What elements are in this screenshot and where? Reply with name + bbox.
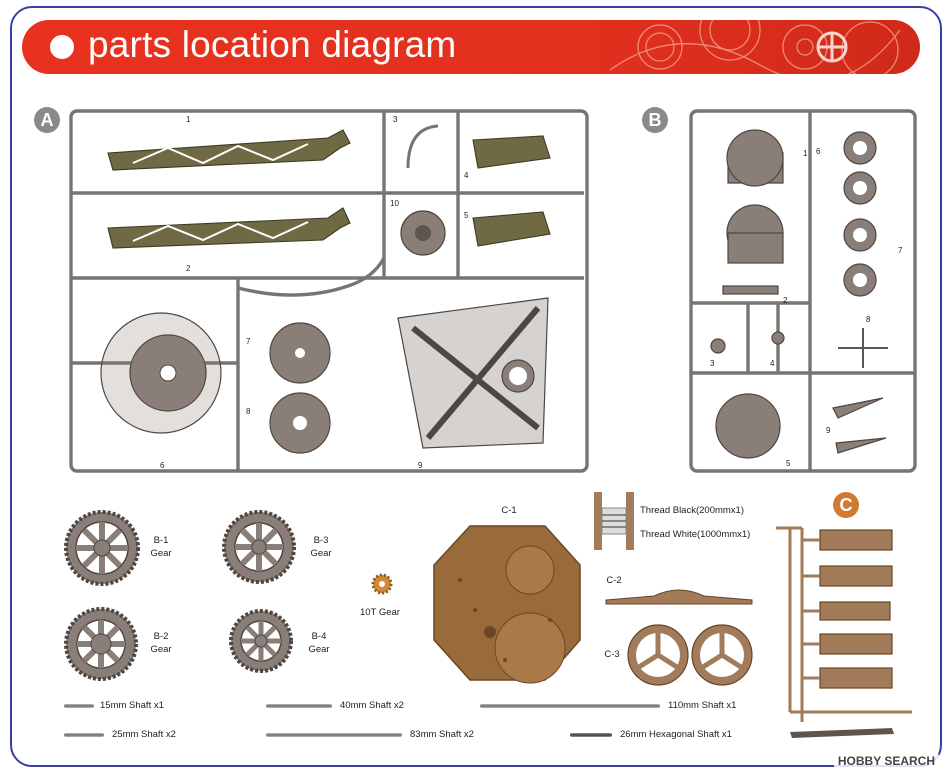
sprue-a-number: 3 [393, 115, 398, 124]
shaft-25mm [64, 733, 104, 737]
gear-b1-icon [64, 510, 140, 586]
sprue-a-number: 6 [160, 461, 165, 470]
shaft-26mm-hexagonal-label: 26mm Hexagonal Shaft x1 [620, 729, 732, 740]
sprue-a-frame: 1 2 3 4 5 6 7 8 9 10 [69, 109, 589, 473]
shaft-110mm [480, 704, 660, 708]
gear-b2-icon [64, 607, 138, 681]
bullet-icon [50, 35, 74, 59]
sprue-a-number: 1 [186, 115, 191, 124]
sprue-a-number: 10 [390, 199, 399, 208]
shaft-15mm-label: 15mm Shaft x1 [100, 700, 164, 711]
sprue-b-number: 7 [898, 246, 903, 255]
sprue-b-number: 8 [866, 315, 871, 324]
shaft-110mm-label: 110mm Shaft x1 [668, 700, 737, 711]
sprue-b-number: 1 [803, 149, 808, 158]
sprue-a-number: 4 [464, 171, 469, 180]
plate-c1-icon [433, 525, 581, 684]
sprue-b-frame: 1 2 3 4 5 6 7 8 9 [689, 109, 917, 473]
shaft-83mm-label: 83mm Shaft x2 [410, 729, 474, 740]
plate-c3-label: C-3 [604, 649, 620, 660]
thread-black-label: Thread Black(200mmx1) [640, 505, 745, 516]
header-banner: parts location diagram [22, 20, 920, 74]
gear-10t-icon [371, 573, 393, 595]
plate-c2-label: C-2 [606, 575, 622, 586]
shaft-83mm [266, 733, 402, 737]
gear-10t-label: 10T Gear [360, 607, 400, 618]
plate-c2-icon [605, 589, 753, 605]
clockwork-pattern-icon [609, 20, 901, 74]
plate-c3-icon [627, 624, 753, 686]
sprue-b-number: 2 [783, 296, 788, 305]
sprue-b-number: 5 [786, 459, 791, 468]
sprue-c-frame [776, 526, 912, 738]
shaft-40mm [266, 704, 332, 708]
sprue-a-number: 5 [464, 211, 469, 220]
shaft-40mm-label: 40mm Shaft x2 [340, 700, 404, 711]
sprue-b-number: 4 [770, 359, 775, 368]
plate-c1-label: C-1 [501, 505, 517, 516]
shaft-25mm-label: 25mm Shaft x2 [112, 729, 176, 740]
sprue-b-number: 3 [710, 359, 715, 368]
gear-b3-icon [222, 510, 296, 584]
sprue-a-number: 9 [418, 461, 423, 470]
watermark: HOBBY SEARCH [833, 753, 939, 769]
section-a-badge: A [34, 107, 60, 133]
sprue-b-number: 6 [816, 147, 821, 156]
thread-spool-icon [594, 492, 634, 550]
gear-b4-icon [229, 609, 293, 673]
sprue-a-number: 2 [186, 264, 191, 273]
thread-white-label: Thread White(1000mmx1) [640, 529, 751, 540]
shaft-15mm [64, 704, 94, 708]
shaft-26mm-hexagonal [570, 733, 612, 737]
page-title: parts location diagram [88, 24, 457, 65]
sprue-b-number: 9 [826, 426, 831, 435]
sprue-a-number: 8 [246, 407, 251, 416]
sprue-a-number: 7 [246, 337, 251, 346]
section-c-badge: C [833, 492, 859, 518]
section-b-badge: B [642, 107, 668, 133]
